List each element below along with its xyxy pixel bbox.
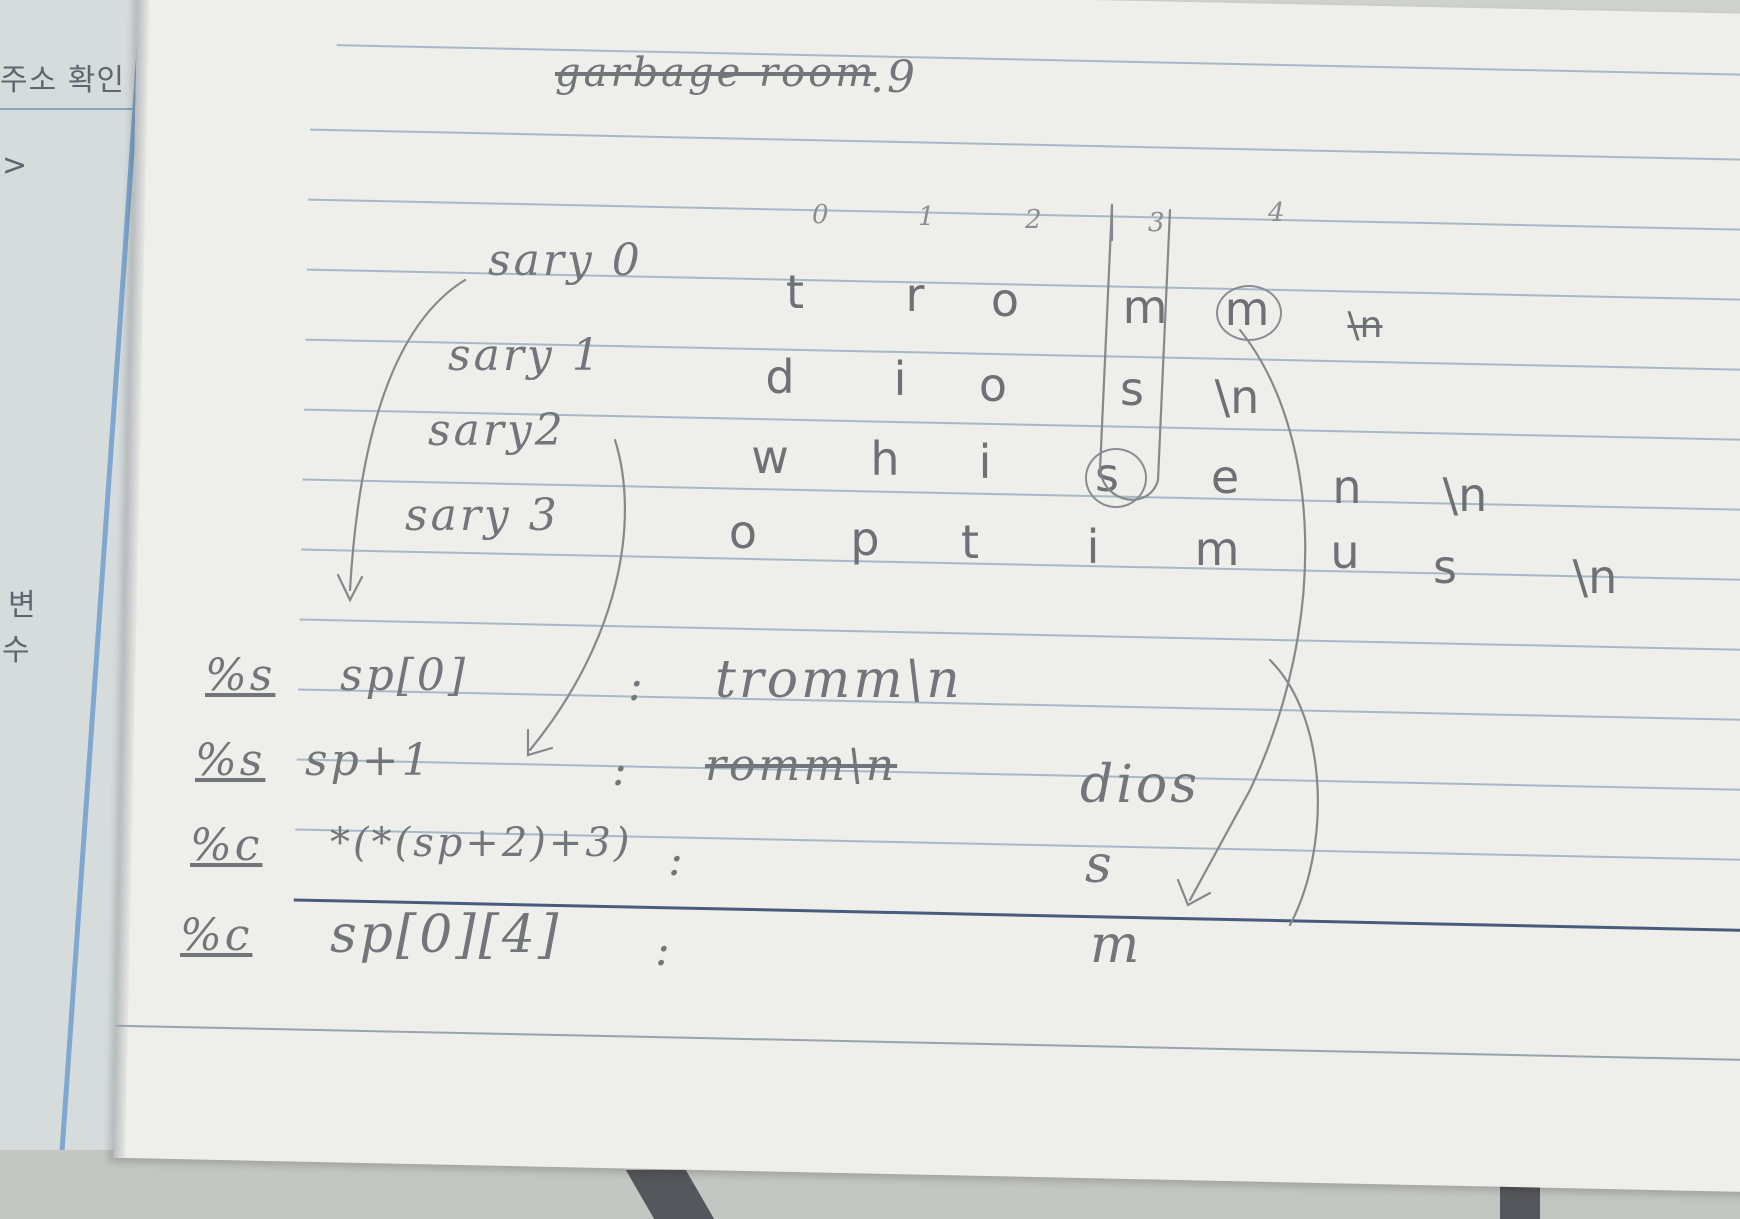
format-spec: %c <box>190 820 263 871</box>
char-cell: u <box>1330 525 1360 579</box>
char-cell: s <box>1433 540 1457 594</box>
highlight-circle <box>1216 285 1282 341</box>
char-cell: \n <box>1347 305 1383 346</box>
char-cell: m <box>1194 522 1240 576</box>
expression: sp[0][4] <box>330 905 562 965</box>
char-cell: r <box>905 268 925 322</box>
char-cell: o <box>978 358 1008 412</box>
colon: : <box>628 660 646 711</box>
char-cell: p <box>850 512 880 566</box>
char-cell: o <box>990 273 1020 327</box>
arrow-head <box>336 573 364 603</box>
row-label: sary 3 <box>405 490 560 541</box>
background-text-2: > <box>2 148 29 183</box>
title-number: .9 <box>870 52 918 103</box>
column-index-2: 2 <box>1025 205 1043 235</box>
column-index-3: 3 <box>1148 208 1166 238</box>
background-text-4: 수 <box>2 633 31 668</box>
char-cell: i <box>893 352 907 406</box>
arrow-sary0-to-sp0 <box>348 278 467 592</box>
result: tromm\n <box>715 650 963 710</box>
background-text-3: 변 <box>8 588 37 623</box>
char-cell: o <box>728 505 758 559</box>
char-cell: w <box>751 430 789 484</box>
colon: : <box>612 745 630 796</box>
char-cell: \n <box>1572 550 1618 604</box>
char-cell: \n <box>1442 468 1488 522</box>
result-right: s <box>1085 835 1115 895</box>
result-right: m <box>1090 915 1143 975</box>
format-spec: %s <box>195 735 266 786</box>
expression: sp+1 <box>305 735 433 786</box>
highlight-circle <box>1085 448 1147 508</box>
background-text-1: 주소 확인 <box>0 63 125 98</box>
row-label: sary 0 <box>488 235 643 286</box>
colon: : <box>668 835 686 886</box>
char-cell: \n <box>1214 370 1260 424</box>
column-index-1: 1 <box>918 202 936 232</box>
char-cell: i <box>978 435 992 489</box>
format-spec: %s <box>205 650 276 701</box>
row-label: sary2 <box>428 405 566 456</box>
title-struck: garbage room <box>555 50 877 96</box>
struck-result: romm\n <box>705 740 898 791</box>
arrow-head <box>1176 878 1212 907</box>
column-index-4: 4 <box>1268 198 1286 228</box>
char-cell: d <box>765 350 795 404</box>
char-cell: h <box>870 432 900 486</box>
column-3-box <box>1098 203 1172 501</box>
arrow-m-to-result <box>1188 328 1307 902</box>
expression: *(*(sp+2)+3) <box>330 820 633 866</box>
char-cell: m <box>1122 280 1168 334</box>
format-spec: %c <box>180 910 253 961</box>
char-cell: n <box>1332 460 1362 514</box>
column-index-0: 0 <box>812 200 830 230</box>
char-cell: t <box>785 265 805 319</box>
background-divider <box>0 108 150 110</box>
row-label: sary 1 <box>448 330 603 381</box>
arrow-head <box>526 728 554 757</box>
result-right: dios <box>1080 755 1200 815</box>
char-cell: i <box>1086 520 1100 574</box>
char-cell: t <box>960 515 980 569</box>
right-bracket <box>1268 658 1319 927</box>
char-cell: s <box>1120 362 1144 416</box>
bracket-sary2-to-sp1 <box>528 438 627 752</box>
expression: sp[0] <box>340 650 469 701</box>
colon: : <box>655 925 673 976</box>
char-cell: e <box>1210 450 1240 504</box>
